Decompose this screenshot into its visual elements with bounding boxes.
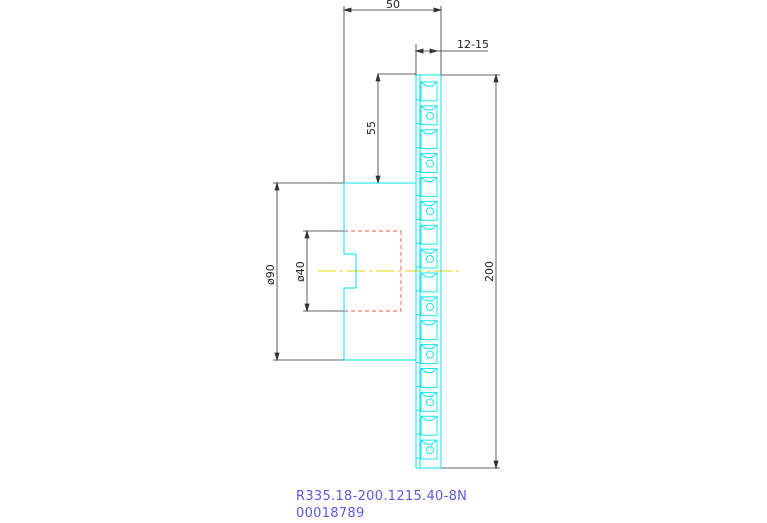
insert-pocket-icon [416, 224, 438, 245]
insert-pocket-icon [416, 200, 438, 221]
insert-screw-icon [426, 446, 434, 455]
insert-pockets [416, 81, 438, 460]
insert-pocket-icon [416, 177, 438, 197]
part-number: R335.18-200.1215.40-8N [296, 489, 468, 504]
dim-label-200: 200 [483, 261, 496, 282]
insert-pocket-icon [416, 391, 438, 412]
insert-screw-icon [426, 302, 434, 311]
insert-pocket-icon [416, 248, 438, 269]
insert-pocket-icon [416, 368, 438, 388]
insert-pocket-icon [416, 415, 438, 436]
dim-label-55: 55 [365, 121, 378, 135]
insert-pocket-icon [416, 296, 438, 317]
insert-screw-icon [426, 255, 434, 264]
dim-label-12-15: 12-15 [457, 38, 489, 51]
dimension-lines [273, 6, 500, 470]
dim-label-50: 50 [386, 0, 400, 11]
insert-pocket-icon [416, 81, 438, 102]
insert-screw-icon [426, 398, 434, 407]
dim-label-d90: ø90 [264, 264, 277, 285]
insert-screw-icon [426, 159, 434, 168]
insert-pocket-icon [416, 129, 438, 150]
insert-screw-icon [426, 350, 434, 359]
insert-pocket-icon [416, 153, 438, 173]
insert-pocket-icon [416, 105, 438, 126]
insert-screw-icon [426, 111, 434, 120]
cutter-body-outline [343, 74, 442, 469]
insert-pocket-icon [416, 320, 438, 341]
insert-pocket-icon [416, 272, 438, 293]
insert-pocket-icon [416, 439, 438, 460]
insert-pocket-icon [416, 344, 438, 364]
dim-label-d40: ø40 [294, 261, 307, 282]
insert-screw-icon [426, 207, 434, 216]
hidden-bore [344, 230, 402, 312]
item-code: 00018789 [296, 506, 365, 521]
